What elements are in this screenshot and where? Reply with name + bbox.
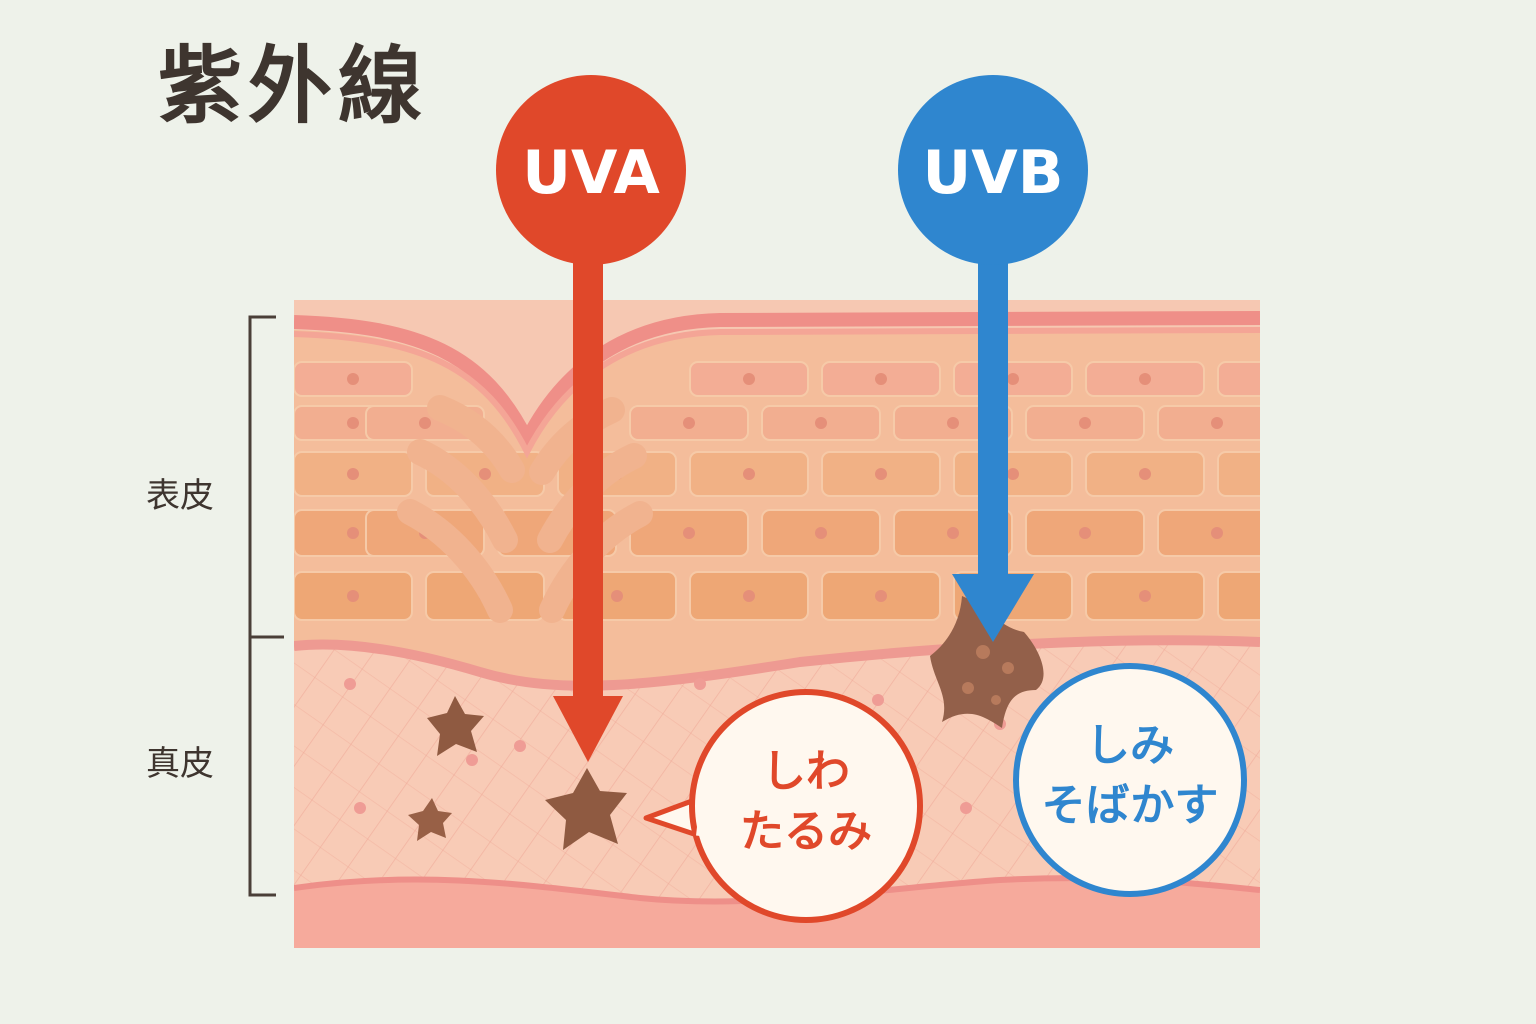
cell-nucleus bbox=[1211, 417, 1223, 429]
cell-nucleus bbox=[479, 468, 491, 480]
wrinkle-cell bbox=[397, 499, 513, 623]
cell-nucleus bbox=[683, 527, 695, 539]
cell-nucleus bbox=[947, 417, 959, 429]
melanin-spot bbox=[545, 768, 627, 850]
melanin-spot bbox=[408, 798, 452, 841]
epidermis-cell bbox=[1217, 451, 1260, 497]
cell-nucleus bbox=[347, 373, 359, 385]
uva-effect-2: たるみ bbox=[740, 806, 872, 857]
cell-nucleus bbox=[347, 468, 359, 480]
uvb-circle bbox=[898, 75, 1088, 265]
cell-nucleus bbox=[347, 590, 359, 602]
cell-nucleus bbox=[947, 527, 959, 539]
cell-nucleus bbox=[815, 527, 827, 539]
epidermis-label: 表皮 bbox=[146, 476, 214, 516]
melanin-spots bbox=[408, 596, 1044, 850]
uvb-effect-1: しみ bbox=[1086, 720, 1174, 771]
uva-label: UVA bbox=[522, 138, 660, 208]
cell-nucleus bbox=[875, 373, 887, 385]
cell-nucleus bbox=[743, 590, 755, 602]
cell-nucleus bbox=[875, 590, 887, 602]
cell-nucleus bbox=[1139, 373, 1151, 385]
basal-membrane bbox=[294, 635, 1260, 691]
uva-effect-bubble: しわ たるみ bbox=[643, 689, 923, 923]
cell-nucleus bbox=[1079, 527, 1091, 539]
cell-nucleus bbox=[1271, 468, 1283, 480]
cell-nucleus bbox=[683, 417, 695, 429]
layer-bracket bbox=[248, 315, 284, 897]
cell-nucleus bbox=[875, 468, 887, 480]
wrinkle-cell bbox=[427, 395, 525, 483]
cell-nucleus bbox=[1007, 373, 1019, 385]
cell-nucleus bbox=[1007, 468, 1019, 480]
epidermis-cell bbox=[1217, 361, 1260, 397]
uvb-effect-2: そばかす bbox=[1042, 780, 1219, 831]
uva-circle bbox=[496, 75, 686, 265]
uva-ray: UVA bbox=[496, 75, 686, 762]
epidermis-cell bbox=[1157, 405, 1260, 441]
cell-nucleus bbox=[1139, 468, 1151, 480]
cell-nucleus bbox=[743, 468, 755, 480]
diagram-title: 紫外線 bbox=[158, 37, 429, 135]
cell-nucleus bbox=[1271, 373, 1283, 385]
skin-surface bbox=[294, 311, 1260, 456]
cell-nucleus bbox=[419, 417, 431, 429]
wrinkle-cell bbox=[407, 439, 518, 553]
epidermis-cell bbox=[1217, 571, 1260, 621]
cell-nucleus bbox=[1211, 527, 1223, 539]
melanin-cluster bbox=[930, 596, 1044, 728]
cell-nucleus bbox=[815, 417, 827, 429]
dermis-label: 真皮 bbox=[146, 744, 214, 784]
uva-effect-1: しわ bbox=[762, 746, 850, 797]
cell-nucleus bbox=[1079, 417, 1091, 429]
cell-nucleus bbox=[1271, 590, 1283, 602]
cell-nucleus bbox=[611, 590, 623, 602]
uvb-effect-bubble: しみ そばかす bbox=[1013, 663, 1247, 897]
cell-nucleus bbox=[743, 373, 755, 385]
epidermis-cell bbox=[1157, 509, 1260, 557]
uvb-ray: UVB bbox=[898, 75, 1088, 642]
cell-nucleus bbox=[1139, 590, 1151, 602]
uvb-label: UVB bbox=[923, 138, 1064, 208]
melanin-spot bbox=[427, 696, 484, 756]
cell-nucleus bbox=[347, 527, 359, 539]
cell-nucleus bbox=[347, 417, 359, 429]
